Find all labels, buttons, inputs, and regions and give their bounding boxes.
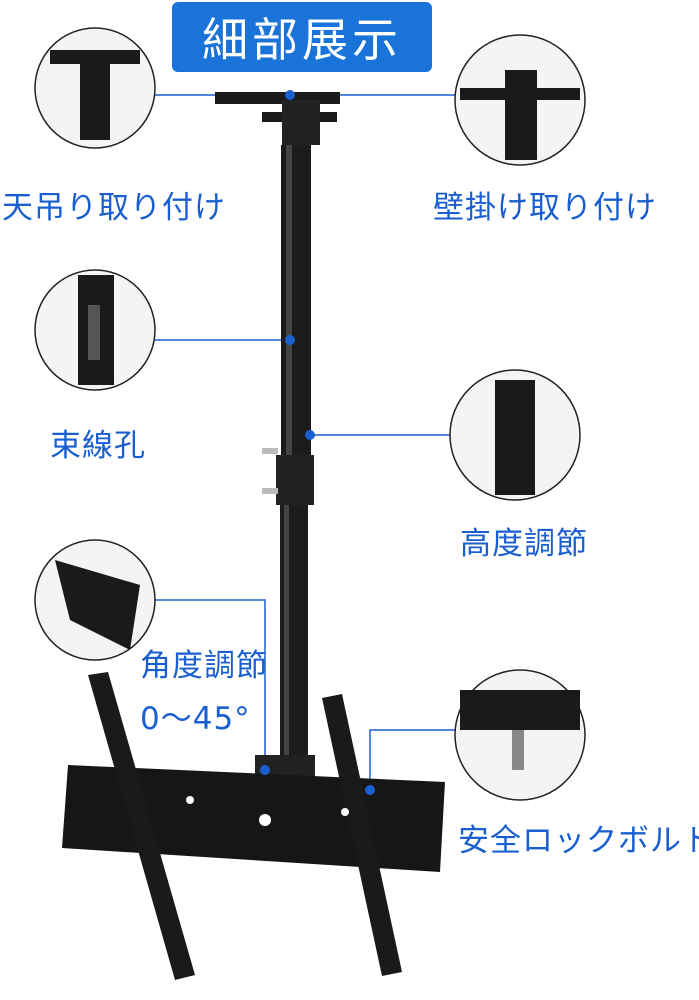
callout-dots [260, 90, 375, 795]
label-angle-range: 0～45° [140, 701, 251, 737]
label-ceiling-mount: 天吊り取り付け [2, 190, 226, 226]
label-wall-mount: 壁掛け取り付け [433, 190, 657, 226]
tv-bracket [62, 672, 445, 980]
label-height-adjust: 高度調節 [460, 526, 588, 562]
title-banner: 細部展示 [172, 2, 432, 72]
label-safety-bolt: 安全ロックボルト [458, 823, 699, 859]
label-cable-hole: 束線孔 [50, 428, 146, 464]
label-angle-adjust: 角度調節 [140, 648, 268, 684]
mount-pole [215, 92, 340, 785]
